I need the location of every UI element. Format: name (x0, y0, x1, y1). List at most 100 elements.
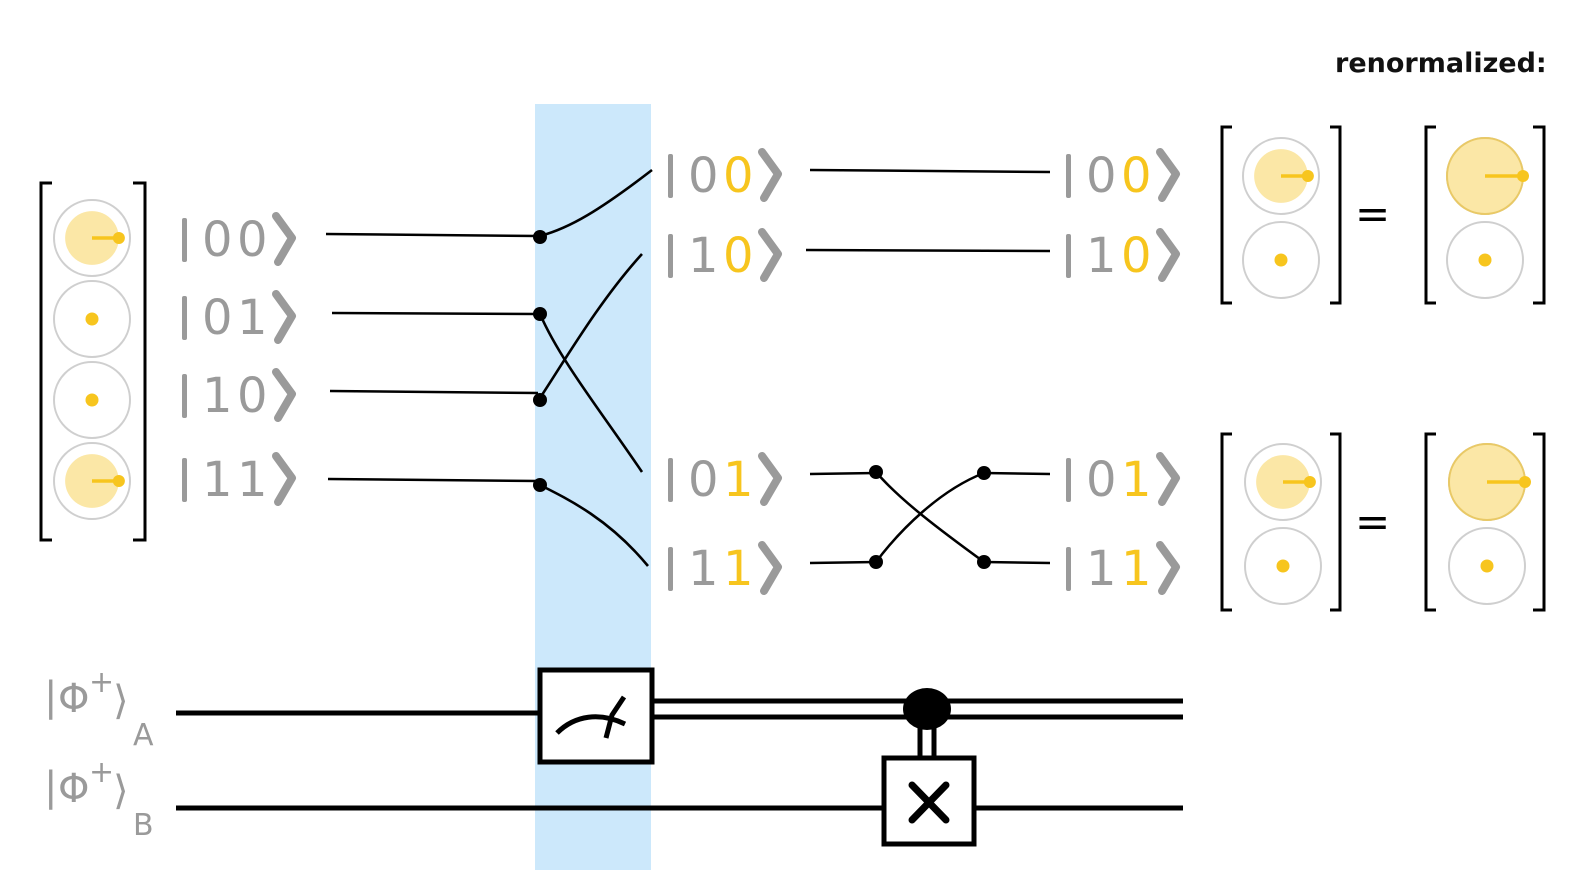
measure-gate (537, 667, 655, 765)
amplitude-0 (53, 199, 131, 277)
amplitude-2 (53, 361, 131, 439)
ket-bit: 1 (202, 368, 233, 424)
ket-bar (1066, 154, 1071, 198)
renormalized-title: renormalized: (1335, 48, 1547, 79)
ket-bit: 0 (1086, 452, 1117, 508)
right-bracket (1533, 125, 1546, 305)
wire-b-sup: + (89, 755, 114, 790)
x-gate (881, 755, 977, 847)
control-dot (903, 688, 951, 730)
outcome-1-equals: = (1355, 497, 1390, 546)
curve-10-to-10 (538, 253, 643, 399)
ket-bit: 0 (202, 212, 233, 268)
swap-dot-1 (869, 465, 883, 479)
wire-00 (325, 232, 539, 238)
ket-close: ⟩ (113, 678, 129, 724)
renormalized-amplitude-0 (1446, 137, 1529, 215)
ket-close (1156, 148, 1180, 202)
curve-01-to-01 (538, 313, 644, 473)
wire-a-label: | Φ + ⟩ A (44, 665, 154, 753)
wire-00-out (809, 168, 1051, 174)
amplitude-phase-dot (1301, 170, 1314, 182)
equals-sign: = (1355, 189, 1390, 238)
wire-a-sup: + (89, 665, 114, 700)
dot-10 (533, 393, 547, 407)
ket-bar (182, 458, 187, 502)
amplitude-zero-dot (1276, 559, 1290, 573)
ket-close (1156, 541, 1180, 595)
ket-bit: 0 (237, 368, 268, 424)
wire-11-right (983, 560, 1051, 565)
input-wires (325, 232, 539, 483)
renormalized-amplitude-1 (1448, 527, 1526, 605)
ket-bar: | (44, 674, 57, 720)
ket-bit: 1 (202, 452, 233, 508)
dot-11 (533, 478, 547, 492)
ket-bit: 0 (237, 212, 268, 268)
renormalized-amplitude-0 (1448, 443, 1531, 521)
swap-dot-4 (977, 555, 991, 569)
classical-control (903, 688, 951, 758)
amplitude-zero-dot (85, 393, 99, 407)
swap-cross-b (875, 471, 985, 563)
right-bracket (1330, 125, 1342, 305)
swap-cross-a (875, 471, 985, 564)
amplitude-3 (53, 442, 131, 520)
ket-bit: 1 (237, 290, 268, 346)
outcome-1-vector (1220, 432, 1342, 612)
dot-01 (533, 307, 547, 321)
ket-bar (182, 218, 187, 262)
ket-bar (1066, 234, 1071, 278)
left-bracket (1220, 125, 1232, 305)
ket-bit: 1 (1086, 228, 1117, 284)
ket-bit: 1 (688, 228, 719, 284)
wire-10-out (805, 248, 1051, 253)
ket-close (758, 148, 782, 202)
swap-dot-3 (977, 466, 991, 480)
swap-dot-2 (869, 555, 883, 569)
amplitude-1 (1242, 221, 1320, 299)
outcome-0-wires (805, 168, 1051, 253)
ket-bar (182, 374, 187, 418)
wire-10 (329, 389, 539, 395)
ket-bit: 1 (1121, 452, 1152, 508)
amplitude-phase-dot (1303, 476, 1316, 488)
swap-dots (869, 465, 991, 569)
left-bracket (1424, 125, 1436, 305)
right-bracket (1330, 432, 1342, 612)
wire-b-label: | Φ + ⟩ B (44, 755, 154, 843)
ket-bar (668, 458, 673, 502)
ket-close (272, 368, 296, 422)
wire-11-left (809, 560, 877, 565)
ket-close (1156, 452, 1180, 506)
amplitude-phase-dot (112, 232, 125, 244)
ket-bit: 0 (1121, 148, 1152, 204)
amplitude-phase-dot (1519, 476, 1531, 488)
ket-bar (668, 234, 673, 278)
outcome-1-renormalized-vector (1424, 432, 1546, 612)
equals-sign: = (1355, 497, 1390, 546)
ket-bar (1066, 547, 1071, 591)
ket-bar (182, 296, 187, 340)
ket-bar (668, 154, 673, 198)
amplitude-phase-dot (112, 475, 125, 487)
ket-bit: 1 (723, 541, 754, 597)
ket-close (272, 452, 296, 506)
ket-bit: 1 (1121, 541, 1152, 597)
amplitude-zero-dot (1274, 253, 1288, 267)
ket-bit: 1 (1086, 541, 1117, 597)
ket-bit: 0 (688, 148, 719, 204)
ket-bit: 0 (688, 452, 719, 508)
outcome-0-renormalized-vector (1424, 125, 1546, 305)
input-state-vector (39, 181, 147, 542)
